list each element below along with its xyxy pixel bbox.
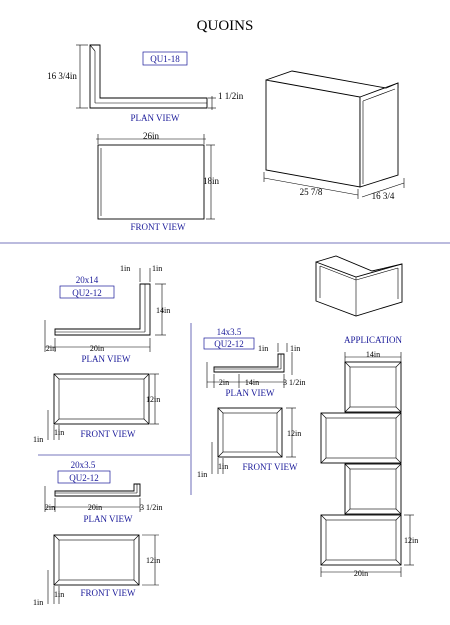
- qu2a-plan-view-label: PLAN VIEW: [81, 354, 131, 364]
- qu2-20x3-front-view: 12in 1in 1in FRONT VIEW: [33, 534, 160, 607]
- qu2c-dim-20in: 20in: [88, 503, 102, 512]
- qu2c-front-height-dim: 12in: [146, 556, 160, 565]
- qu2c-plan-view-label: PLAN VIEW: [83, 514, 133, 524]
- application-top-width-dim: 14in: [366, 350, 380, 359]
- qu1-front-view: 26in 18in FRONT VIEW: [96, 131, 220, 232]
- qu2c-code-label: QU2-12: [69, 473, 99, 483]
- qu2b-size-label: 14x3.5: [217, 327, 242, 337]
- qu2a-code-label: QU2-12: [72, 288, 102, 298]
- qu2b-dim-1in-d: 1in: [218, 462, 228, 471]
- qu2c-dim-1in-b: 1in: [54, 590, 64, 599]
- qu1-front-width-dim: 26in: [143, 131, 160, 141]
- qu2b-dim-1in-c: 1in: [197, 470, 207, 479]
- qu1-iso-depth-dim: 16 3/4: [372, 191, 395, 201]
- qu2a-dim-20in: 20in: [90, 344, 104, 353]
- application-label: APPLICATION: [344, 335, 403, 345]
- qu2a-front-view-label: FRONT VIEW: [81, 429, 136, 439]
- qu2a-dim-1in-a: 1in: [33, 435, 43, 444]
- qu2a-dim-14in: 14in: [156, 306, 170, 315]
- qu2b-dim-3half: 3 1/2in: [283, 378, 305, 387]
- qu2b-dim-2in: 2in: [219, 378, 229, 387]
- qu1-isometric-view: 25 7/8 16 3/4: [263, 70, 405, 201]
- qu2-20x14-front-view: 12in 1in 1in FRONT VIEW: [33, 373, 160, 444]
- qu2b-dim-1in-a: 1in: [258, 344, 268, 353]
- qu2a-front-height-dim: 12in: [146, 395, 160, 404]
- qu2b-plan-view-label: PLAN VIEW: [225, 388, 275, 398]
- qu1-plan-height-dim: 16 3/4in: [47, 71, 77, 81]
- qu2c-dim-1in-a: 1in: [33, 598, 43, 607]
- qu2c-front-view-label: FRONT VIEW: [81, 588, 136, 598]
- qu2b-dim-14in: 14in: [245, 378, 259, 387]
- qu1-front-view-label: FRONT VIEW: [131, 222, 186, 232]
- qu1-front-height-dim: 18in: [203, 176, 220, 186]
- application-height-dim: 12in: [404, 536, 418, 545]
- qu2c-dim-2in: 2in: [45, 503, 55, 512]
- page-title: QUOINS: [197, 18, 254, 34]
- qu2-14x3-plan-view: 14x3.5 QU2-12 1in 1in 2in 14in 3 1/2in P…: [203, 327, 305, 398]
- qu2b-front-height-dim: 12in: [287, 429, 301, 438]
- qu2c-dim-3half: 3 1/2in: [140, 503, 162, 512]
- application-stack-view: APPLICATION 14in: [320, 335, 418, 578]
- qu2-20x3-plan-view: 20x3.5 QU2-12 2in 20in 3 1/2in PLAN VIEW: [44, 460, 162, 524]
- qu1-code-label: QU1-18: [150, 54, 180, 64]
- application-iso-view: [315, 255, 403, 317]
- qu2c-size-label: 20x3.5: [71, 460, 96, 470]
- qu2b-dim-1in-b: 1in: [290, 344, 300, 353]
- application-bottom-width-dim: 20in: [354, 569, 368, 578]
- qu1-iso-width-dim: 25 7/8: [300, 187, 323, 197]
- qu2a-dim-1in-b: 1in: [54, 428, 64, 437]
- qu2b-code-label: QU2-12: [214, 339, 244, 349]
- qu2-20x14-plan-view: 20x14 QU2-12 1in 1in 14in 2in 20in PLAN …: [44, 264, 170, 364]
- qu2-14x3-front-view: 12in 1in 1in FRONT VIEW: [197, 407, 301, 479]
- qu2a-size-label: 20x14: [76, 275, 99, 285]
- qu2a-dim-1in-top: 1in: [120, 264, 130, 273]
- qu2b-front-view-label: FRONT VIEW: [243, 462, 298, 472]
- qu2a-dim-1in-right: 1in: [152, 264, 162, 273]
- qu2a-dim-2in: 2in: [46, 344, 56, 353]
- qu1-plan-view-label: PLAN VIEW: [130, 113, 180, 123]
- qu1-plan-thickness-dim: 1 1/2in: [218, 91, 244, 101]
- qu1-plan-view: 16 3/4in 1 1/2in QU1-18 PLAN VIEW: [47, 44, 244, 123]
